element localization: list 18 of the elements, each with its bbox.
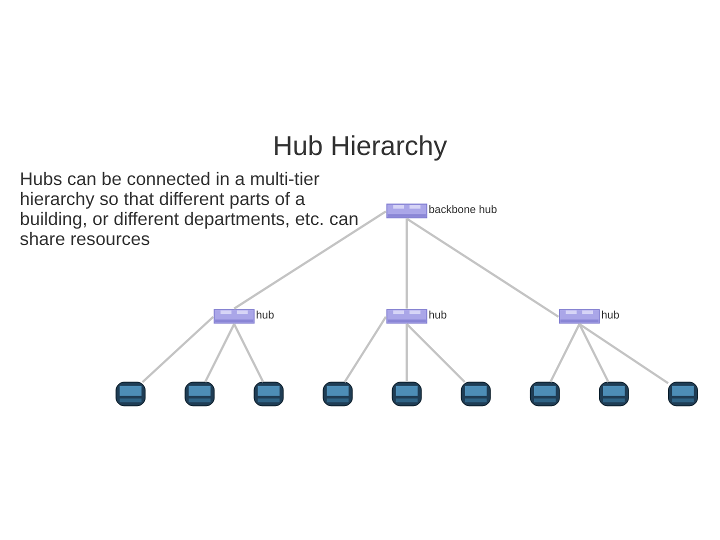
label: Hubs can be connected in a multi-tier hierarchy so that different parts of a building, or different departments, etc. can share resources xyxy=(20,169,359,250)
node-label: hub xyxy=(256,309,274,322)
connector xyxy=(578,324,610,383)
connector xyxy=(578,323,669,384)
connector xyxy=(234,210,386,310)
connector xyxy=(406,218,408,309)
node-label: backbone hub xyxy=(428,204,498,216)
diagram-title: Hub Hierarchy xyxy=(272,130,448,162)
connector xyxy=(233,324,264,383)
connector xyxy=(406,323,466,383)
connector xyxy=(142,316,214,383)
node-label: hub xyxy=(601,309,620,322)
connector xyxy=(204,324,236,383)
node-label: hub xyxy=(428,309,447,322)
connector xyxy=(406,218,560,318)
connector xyxy=(344,316,387,383)
connector xyxy=(406,324,408,382)
connector xyxy=(549,324,580,383)
